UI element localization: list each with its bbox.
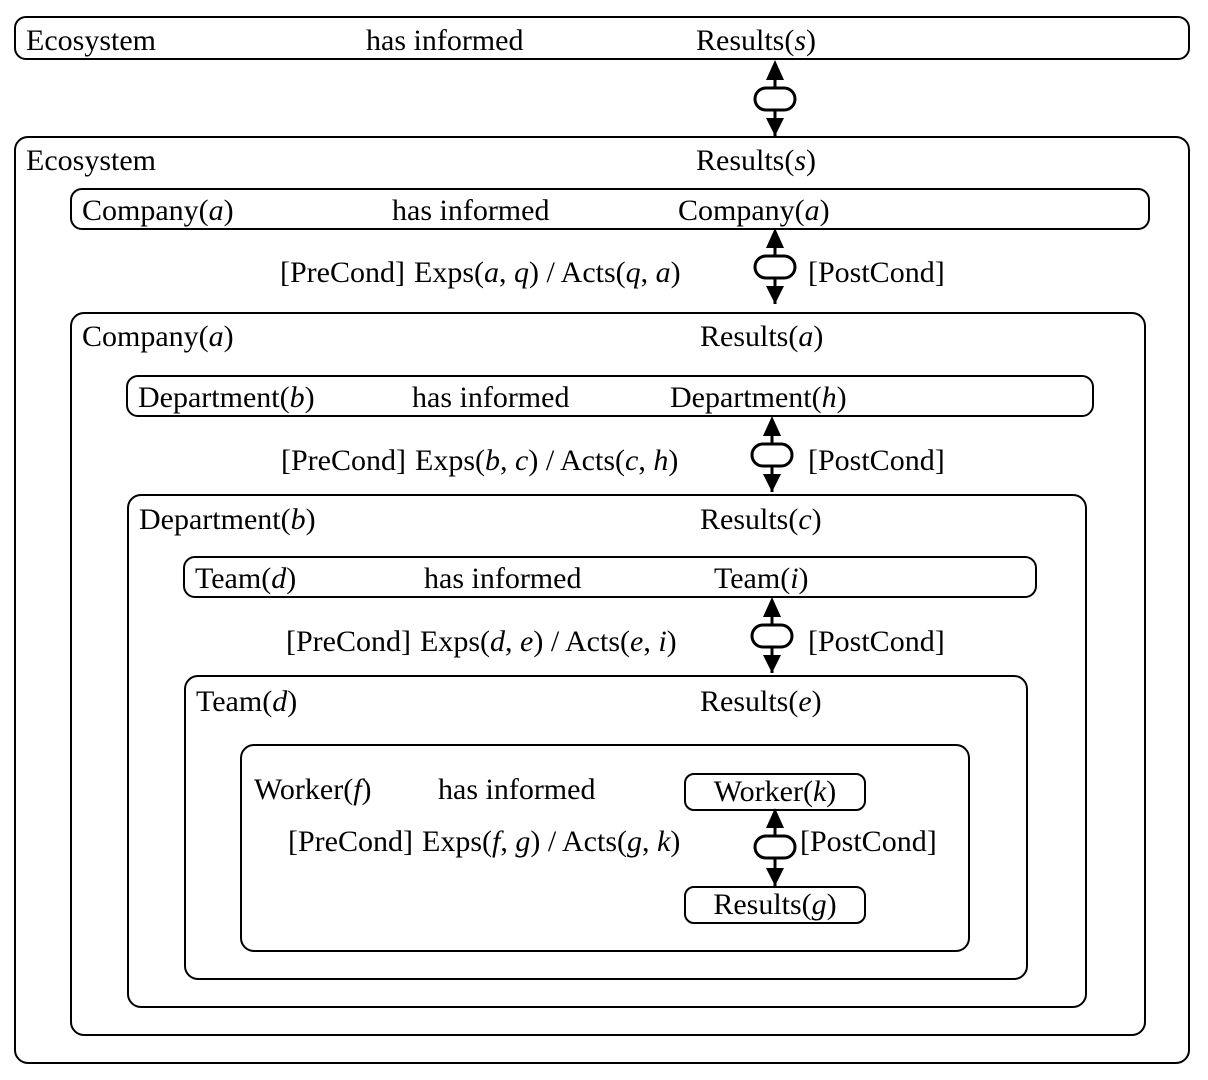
transition-team-precond: [PreCond] (288, 825, 413, 858)
label-worker-target: Worker(k) (713, 775, 837, 808)
connector-ecosystem (745, 226, 805, 306)
connector-ecosystem-top (745, 58, 805, 138)
transition-team-expression: Exps(f, g) / Acts(g, k) (422, 825, 681, 858)
transition-ecosystem-expression: Exps(a, q) / Acts(q, a) (414, 256, 681, 289)
container-ecosystem (14, 136, 1190, 1064)
label-company-container: Company(a) (82, 320, 234, 353)
transition-team-postcond: [PostCond] (800, 825, 937, 858)
label-ecosystem-top-relation: has informed (366, 24, 524, 57)
label-company-relation: has informed (392, 194, 550, 227)
label-department-relation: has informed (412, 381, 570, 414)
label-team-container: Team(d) (196, 685, 298, 718)
label-team-results: Results(e) (700, 685, 822, 718)
label-department-container: Department(b) (139, 503, 316, 536)
label-ecosystem-results: Results(s) (696, 144, 817, 177)
connector-company (742, 414, 802, 494)
label-worker-container: Worker(f) (254, 773, 372, 806)
label-ecosystem-top-target: Results(s) (696, 24, 817, 57)
label-company-target: Company(a) (678, 194, 830, 227)
mini-box-worker-results: Results(g) (684, 886, 866, 924)
assoc-bar-department (126, 375, 1094, 417)
label-team-relation: has informed (424, 562, 582, 595)
assoc-bar-team (183, 556, 1037, 598)
transition-department-postcond: [PostCond] (808, 625, 945, 658)
label-department-source: Department(b) (138, 381, 315, 414)
assoc-bar-ecosystem-top (14, 16, 1190, 60)
label-ecosystem-top-source: Ecosystem (26, 24, 156, 57)
label-company-source: Company(a) (82, 194, 234, 227)
label-team-source: Team(d) (195, 562, 297, 595)
label-team-target: Team(i) (714, 562, 809, 595)
transition-department-expression: Exps(d, e) / Acts(e, i) (420, 625, 677, 658)
label-department-target: Department(h) (670, 381, 847, 414)
label-department-results: Results(c) (700, 503, 822, 536)
container-team (184, 675, 1028, 980)
transition-company-precond: [PreCond] (281, 444, 406, 477)
container-department (127, 494, 1087, 1008)
connector-department (742, 595, 802, 675)
label-ecosystem-container: Ecosystem (26, 144, 156, 177)
connector-worker (745, 806, 805, 888)
assoc-bar-company (70, 188, 1150, 230)
transition-department-precond: [PreCond] (286, 625, 411, 658)
transition-ecosystem-precond: [PreCond] (280, 256, 405, 289)
label-company-results: Results(a) (700, 320, 824, 353)
label-worker-results: Results(g) (713, 888, 837, 921)
label-worker-relation: has informed (438, 773, 596, 806)
container-company (70, 312, 1146, 1036)
transition-company-expression: Exps(b, c) / Acts(c, h) (415, 444, 679, 477)
transition-ecosystem-postcond: [PostCond] (808, 256, 945, 289)
container-worker (240, 744, 970, 952)
transition-company-postcond: [PostCond] (808, 444, 945, 477)
